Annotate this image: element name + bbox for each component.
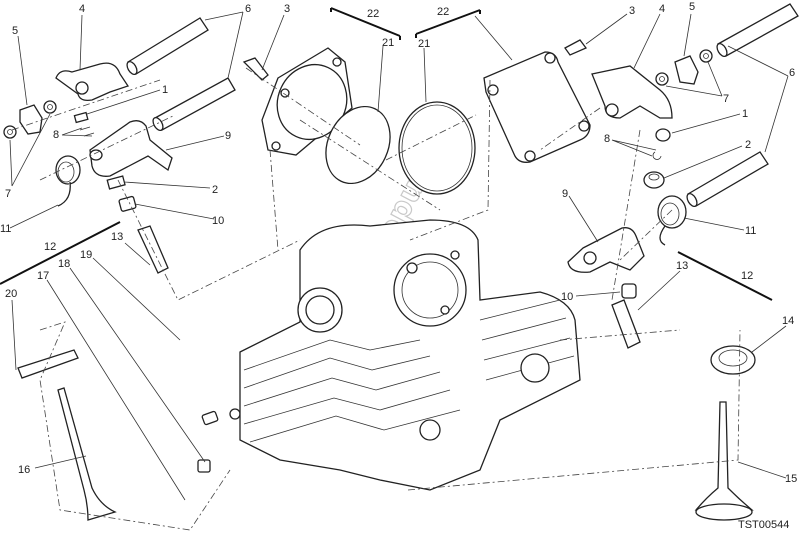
bracket-12-right bbox=[677, 251, 773, 301]
left-cap-2 bbox=[106, 175, 126, 190]
callout-left-10: 10 bbox=[212, 215, 224, 227]
right-half-rings-8 bbox=[652, 151, 662, 160]
callout-right-1: 1 bbox=[742, 108, 748, 120]
left-rocker-arm-closing bbox=[89, 120, 173, 177]
left-screw-19 bbox=[201, 408, 241, 426]
callout-right-22: 22 bbox=[437, 6, 449, 18]
right-cover-22 bbox=[483, 51, 591, 163]
right-rocker-arm-closing bbox=[567, 227, 645, 273]
callout-right-5: 5 bbox=[689, 1, 695, 13]
left-exhaust-valve-16 bbox=[57, 387, 117, 521]
callout-right-13: 13 bbox=[676, 260, 688, 272]
callout-left-2: 2 bbox=[212, 184, 218, 196]
callout-left-7: 7 bbox=[5, 188, 11, 200]
right-rocker-shaft-upper bbox=[716, 3, 799, 58]
callout-right-4: 4 bbox=[659, 3, 665, 15]
callout-left-1: 1 bbox=[162, 84, 168, 96]
right-collet-10 bbox=[621, 283, 637, 299]
right-shim-7a bbox=[655, 72, 669, 86]
callout-right-21: 21 bbox=[418, 38, 430, 50]
callout-right-15: 15 bbox=[785, 473, 797, 485]
bracket-12-left bbox=[0, 221, 121, 285]
callout-right-9: 9 bbox=[562, 188, 568, 200]
right-cap-1 bbox=[655, 128, 671, 142]
left-screw-3 bbox=[242, 57, 269, 81]
left-cap-1 bbox=[73, 111, 89, 124]
callout-left-17: 17 bbox=[37, 270, 49, 282]
callout-right-12: 12 bbox=[741, 270, 753, 282]
callout-right-7: 7 bbox=[723, 93, 729, 105]
callout-right-2: 2 bbox=[745, 139, 751, 151]
left-spring-11 bbox=[55, 155, 81, 207]
callout-left-16: 16 bbox=[18, 464, 30, 476]
right-valve-guide-13 bbox=[611, 299, 641, 349]
left-rocker-shaft-upper bbox=[126, 17, 209, 76]
right-screw-3 bbox=[564, 39, 588, 56]
right-cap-2 bbox=[643, 171, 665, 189]
right-eccentric-5 bbox=[674, 55, 699, 85]
callout-left-3: 3 bbox=[284, 3, 290, 15]
callout-right-14: 14 bbox=[782, 315, 794, 327]
callout-right-11: 11 bbox=[745, 225, 756, 237]
left-oring-21 bbox=[325, 105, 391, 185]
callout-left-9: 9 bbox=[225, 130, 231, 142]
callout-right-10: 10 bbox=[561, 291, 573, 303]
left-screw-18 bbox=[197, 459, 211, 473]
right-intake-valve-15 bbox=[694, 401, 754, 521]
left-shim-7a bbox=[3, 125, 17, 139]
bracket-22-left bbox=[330, 7, 401, 40]
right-valve-seat-14 bbox=[710, 345, 756, 375]
callout-left-20: 20 bbox=[5, 288, 17, 300]
callout-left-19: 19 bbox=[80, 249, 92, 261]
right-rocker-shaft-lower bbox=[686, 151, 769, 208]
callout-left-4: 4 bbox=[79, 3, 85, 15]
left-eccentric-5 bbox=[19, 104, 43, 135]
callout-left-13: 13 bbox=[111, 231, 123, 243]
right-oring-21 bbox=[398, 101, 476, 195]
left-valve-seat-20 bbox=[17, 349, 79, 379]
callout-left-11: 11 bbox=[0, 223, 11, 235]
callout-left-5: 5 bbox=[12, 25, 18, 37]
callout-left-18: 18 bbox=[58, 258, 70, 270]
callout-right-3: 3 bbox=[629, 5, 635, 17]
callout-left-6: 6 bbox=[245, 3, 251, 15]
cylinder-head bbox=[239, 219, 581, 491]
leader-lines-left bbox=[9, 11, 384, 501]
callout-right-8: 8 bbox=[604, 133, 610, 145]
right-rocker-arm-opening bbox=[591, 65, 673, 119]
left-rocker-shaft-lower bbox=[152, 77, 236, 132]
callout-left-21: 21 bbox=[382, 37, 394, 49]
left-rocker-arm-opening bbox=[55, 62, 130, 102]
leader-lines-right bbox=[423, 13, 789, 479]
callout-left-8: 8 bbox=[53, 129, 59, 141]
bracket-22-right bbox=[415, 9, 481, 38]
callout-right-6: 6 bbox=[789, 67, 795, 79]
right-spring-11 bbox=[657, 195, 687, 246]
left-shim-7b bbox=[43, 100, 57, 114]
callout-left-12: 12 bbox=[44, 241, 56, 253]
drawing-code: TST00544 bbox=[738, 519, 789, 531]
callout-left-22: 22 bbox=[367, 8, 379, 20]
right-shim-7b bbox=[699, 49, 713, 63]
